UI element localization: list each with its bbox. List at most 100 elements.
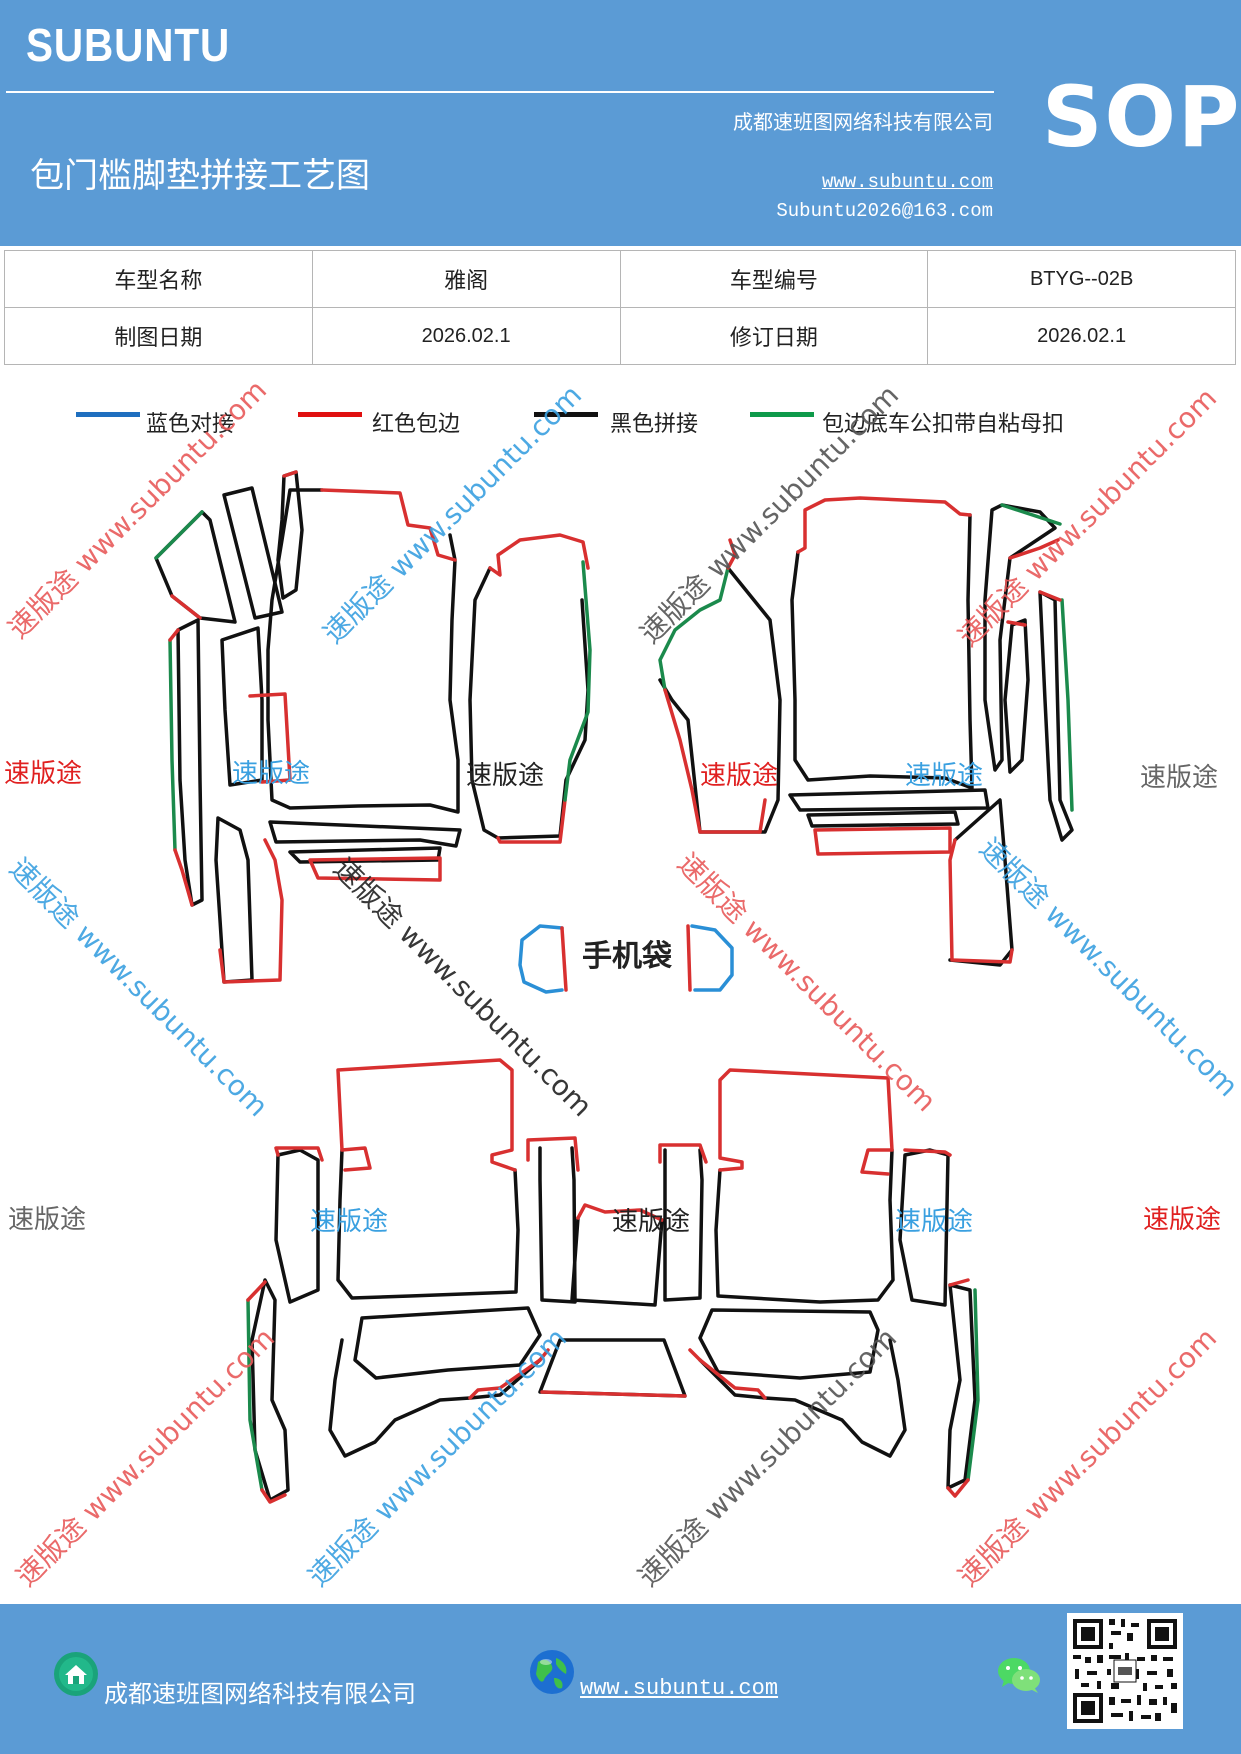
home-icon [54,1652,98,1696]
mat-piece [222,486,284,620]
model-name-label: 车型名称 [4,250,313,308]
mat-edge [663,538,767,834]
mat-edge [796,496,972,554]
mat-edge [688,1348,767,1400]
page-title: 包门槛脚垫拼接工艺图 [30,156,370,196]
watermark: 速版途 [612,1207,690,1237]
header-divider [6,91,994,93]
mat-edge [282,470,298,478]
mat-piece [336,1148,520,1300]
mat-edge [168,638,177,852]
qr-code [1067,1613,1183,1729]
mat-piece [250,1278,290,1502]
mat-edge [168,628,194,907]
legend-label-blue: 蓝色对接 [146,412,235,437]
draw-date-label: 制图日期 [4,307,313,365]
mat-piece [658,566,782,834]
mat-edge [170,594,202,620]
mat-piece [1038,590,1074,842]
footer-banner: 成都速班图网络科技有限公司 www.subuntu.com [0,1604,1241,1754]
mat-edge [154,510,204,560]
phone-bag-right-seam [686,924,692,992]
mat-piece [276,470,304,600]
mat-edge [948,838,1014,964]
globe-icon [530,1650,574,1694]
front-right-mat-group [658,496,1074,967]
mat-piece [274,1148,320,1304]
watermark: 速版途 [895,1207,973,1237]
model-code-label: 车型编号 [619,250,929,308]
legend-label-black: 黑色拼接 [610,412,699,437]
watermark: 速版途 www.subuntu.com [10,1321,282,1593]
draw-date-value: 2026.02.1 [311,307,621,365]
mat-edge [658,566,730,692]
mat-piece [790,513,974,790]
mat-edge [946,1278,970,1498]
mat-edge [246,1280,287,1504]
watermark: 速版途 www.subuntu.com [327,852,599,1124]
header-banner: SUBUNTU 成都速班图网络科技有限公司 包门槛脚垫拼接工艺图 SOP www… [0,0,1241,246]
mat-piece [788,788,990,812]
mat-piece [698,1308,880,1380]
mat-edge [1038,590,1062,602]
header-website-link[interactable]: www.subuntu.com [821,171,993,193]
mat-piece [570,1216,664,1307]
legend-swatch-black [534,412,598,417]
watermark: 速版途 www.subuntu.com [302,1321,574,1593]
mat-edge [248,692,292,784]
mat-piece [698,1338,907,1458]
legend-swatch-red [298,412,362,417]
watermark: 速版途 [1143,1205,1221,1235]
watermark: 速版途 [4,759,82,789]
mat-piece [220,626,264,787]
watermark: 速版途 [8,1205,86,1235]
table-row: 制图日期 2026.02.1 修订日期 2026.02.1 [4,307,1236,365]
mat-edge [813,826,952,856]
mat-piece [714,1148,895,1304]
brand-logo: SUBUNTU [26,19,231,71]
mat-edge [218,838,284,984]
mat-edge [966,1288,980,1482]
revise-date-value: 2026.02.1 [927,307,1236,365]
mat-piece [154,510,237,624]
watermark: 速版途 www.subuntu.com [973,832,1241,1104]
rear-mat-group [246,1058,980,1504]
mat-edge [903,1148,952,1157]
phone-bag-left-seam [560,926,568,992]
header-email: Subuntu2026@163.com [776,200,993,222]
mat-piece [983,503,1057,772]
front-left-door-piece [468,533,592,844]
mat-edge [526,1136,580,1172]
phone-bag-label: 手机袋 [582,939,672,974]
mat-edge [246,1298,264,1492]
watermark: 速版途 [1140,763,1218,793]
mat-edge [308,856,442,882]
mat-piece [806,810,960,828]
mat-piece [948,798,1014,967]
footer-company: 成都速班图网络科技有限公司 [104,1680,416,1708]
watermark: 速版途 [232,759,310,789]
header-company: 成都速班图网络科技有限公司 [733,110,993,134]
vehicle-info-table: 车型名称 雅阁 车型编号 BTYG--02B 制图日期 2026.02.1 修订… [4,250,1236,365]
phone-bag-right [690,924,734,992]
mat-edge [540,1390,687,1398]
mat-edge [1008,538,1060,560]
phone-bag: 手机袋 [518,924,734,994]
mat-piece [268,820,462,848]
phone-bag-left [518,924,564,994]
watermark: 速版途 [700,761,778,791]
mat-edge [718,1068,894,1176]
mat-piece [1003,618,1030,774]
watermark: 速版途 www.subuntu.com [3,852,275,1124]
footer-website-link[interactable]: www.subuntu.com [580,1676,779,1701]
legend-label-green: 包边底车公扣带自粘母扣 [822,412,1065,437]
mat-piece [353,1306,542,1380]
mat-edge [1060,598,1074,812]
mat-piece [328,1338,542,1458]
mat-piece [288,846,442,864]
model-code-value: BTYG--02B [927,250,1236,308]
sop-badge: SOP [1042,68,1241,166]
front-left-mat-group [154,470,462,984]
mat-piece [663,1148,704,1302]
watermark: 速版途 [466,761,544,791]
